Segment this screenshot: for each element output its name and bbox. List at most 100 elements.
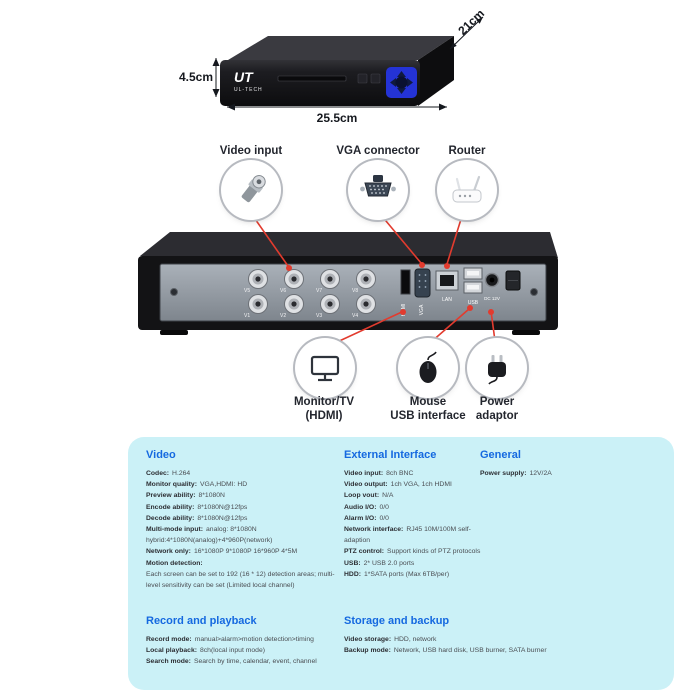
spec-row-label: Alarm I/O: xyxy=(344,514,377,522)
spec-section-storage-backup: Storage and backup Video storage:HDD, ne… xyxy=(344,615,659,656)
front-button xyxy=(357,73,368,84)
spec-row-value: 8*1080N@12fps xyxy=(197,514,248,522)
spec-row-value: 8*1080N xyxy=(198,492,225,500)
monitor-label: Monitor/TV (HDMI) xyxy=(264,396,384,424)
spec-row-label: Power supply: xyxy=(480,470,527,477)
dimension-depth-label: 21cm xyxy=(455,6,487,37)
vga-port xyxy=(414,268,431,298)
mouse-label-line1: Mouse xyxy=(409,396,447,408)
foot xyxy=(512,330,540,335)
front-face xyxy=(220,60,420,106)
spec-row-label: Multi-mode input: xyxy=(146,526,204,534)
spec-row-value: 16*1080P 9*1080P 16*960P 4*5M xyxy=(193,548,298,556)
spec-section-external-interface: External Interface Video input:8ch BNC Vi… xyxy=(344,449,484,580)
power-switch xyxy=(505,270,521,291)
front-button xyxy=(370,73,381,84)
power-adaptor-icon xyxy=(488,355,506,385)
router-callout xyxy=(440,163,494,217)
usb-ports xyxy=(463,267,483,294)
router-icon xyxy=(452,175,482,203)
dimension-height: 4.5cm xyxy=(179,58,220,97)
spec-row-value: Each screen can be set to 192 (16 * 12) … xyxy=(146,570,335,590)
bnc-connector xyxy=(284,294,304,314)
spec-row: Search mode:Search by time, calendar, ev… xyxy=(146,656,361,667)
spec-section-general: General Power supply:12V/2A xyxy=(480,449,655,479)
spec-row: Video output:1ch VGA, 1ch HDMI xyxy=(344,479,484,490)
spec-row-label: Video output: xyxy=(344,481,388,489)
spec-row-value: VGA,HDMI: HD xyxy=(199,481,248,489)
spec-row: Video storage:HDD, network xyxy=(344,634,659,645)
lan-port-label: LAN xyxy=(442,297,452,303)
spec-row: Power supply:12V/2A xyxy=(480,468,655,479)
spec-row: Local playback:8ch(local input mode) xyxy=(146,645,361,656)
dc-jack xyxy=(484,272,500,288)
brand-name: UL-TECH xyxy=(234,87,263,93)
bnc-label: V4 xyxy=(352,313,358,319)
spec-row-value: 1*SATA ports (Max 6TB/per) xyxy=(364,570,450,578)
bnc-connector-icon xyxy=(241,175,266,203)
spec-row-label: Preview ability: xyxy=(146,492,196,500)
mouse-label: Mouse USB interface xyxy=(368,396,488,424)
spec-row-value: Support kinds of PTZ protocols xyxy=(387,548,481,556)
spec-rows-record: Record mode:manual>alarm>motion detectio… xyxy=(146,634,361,668)
brand-logo: UT xyxy=(234,69,254,85)
spec-row-label: Codec: xyxy=(146,470,170,477)
spec-row-value: Network, USB hard disk, USB burner, SATA… xyxy=(393,647,547,655)
section-title-external-interface: External Interface xyxy=(344,449,437,461)
hdmi-port-label: HDMI xyxy=(401,304,407,317)
dimension-width-label: 25.5cm xyxy=(317,111,358,125)
bnc-connector xyxy=(284,269,304,289)
bnc-label: V8 xyxy=(352,288,358,294)
power-adaptor-callout xyxy=(470,341,524,395)
vga-connector-icon xyxy=(360,175,396,197)
mouse-callout xyxy=(401,341,455,395)
spec-row-label: Search mode: xyxy=(146,658,191,666)
dimension-height-label: 4.5cm xyxy=(179,70,213,84)
spec-row: Multi-mode input:analog: 8*1080N hybrid:… xyxy=(146,524,341,546)
section-title-record-playback: Record and playback xyxy=(146,615,257,627)
bnc-label: V2 xyxy=(280,313,286,319)
video-input-label: Video input xyxy=(219,145,283,157)
power-label: Power adaptor xyxy=(437,396,557,424)
power-label-line1: Power xyxy=(479,396,515,408)
bnc-label: V6 xyxy=(280,288,286,294)
screw xyxy=(170,288,178,296)
back-top-face xyxy=(140,232,558,258)
spec-row-label: Record mode: xyxy=(146,636,192,643)
bnc-label: V5 xyxy=(244,288,250,294)
vga-connector-callout xyxy=(351,163,405,217)
spec-row-label: HDD: xyxy=(344,570,361,578)
spec-row-label: Loop vout: xyxy=(344,492,380,500)
section-title-storage-backup: Storage and backup xyxy=(344,615,450,627)
front-side-face xyxy=(418,36,454,106)
spec-row-value: manual>alarm>motion detection>timing xyxy=(194,636,314,643)
vga-port-label: VGA xyxy=(419,304,425,315)
spec-row: Network only:16*1080P 9*1080P 16*960P 4*… xyxy=(146,546,341,557)
spec-row-value: 8ch BNC xyxy=(386,470,414,477)
monitor-icon xyxy=(310,355,340,382)
spec-row-label: USB: xyxy=(344,559,361,567)
spec-row-value: Search by time, calendar, event, channel xyxy=(193,658,317,666)
disc-slot xyxy=(277,75,347,82)
bnc-connector xyxy=(320,294,340,314)
spec-row-label: Video storage: xyxy=(344,636,392,643)
dc-port-label: DC 12V xyxy=(484,296,500,301)
spec-row-label: Network only: xyxy=(146,548,191,556)
spec-row-value: HDD, network xyxy=(394,636,437,643)
router-label: Router xyxy=(448,145,486,157)
lan-port xyxy=(435,270,459,291)
video-input-callout xyxy=(224,163,278,217)
spec-row: Record mode:manual>alarm>motion detectio… xyxy=(146,634,361,645)
spec-row-label: Video input: xyxy=(344,470,384,477)
spec-row-value: 1ch VGA, 1ch HDMI xyxy=(390,481,452,489)
spec-row-value: 8*1080N@12fps xyxy=(197,503,248,511)
spec-row-value: analog: 8*1080N hybrid:4*1080N(analog)+4… xyxy=(146,526,273,545)
screw xyxy=(530,288,538,296)
mouse-label-line2: USB interface xyxy=(390,409,466,422)
spec-row-label: Backup mode: xyxy=(344,647,391,655)
spec-row: Codec:H.264 xyxy=(146,468,341,479)
